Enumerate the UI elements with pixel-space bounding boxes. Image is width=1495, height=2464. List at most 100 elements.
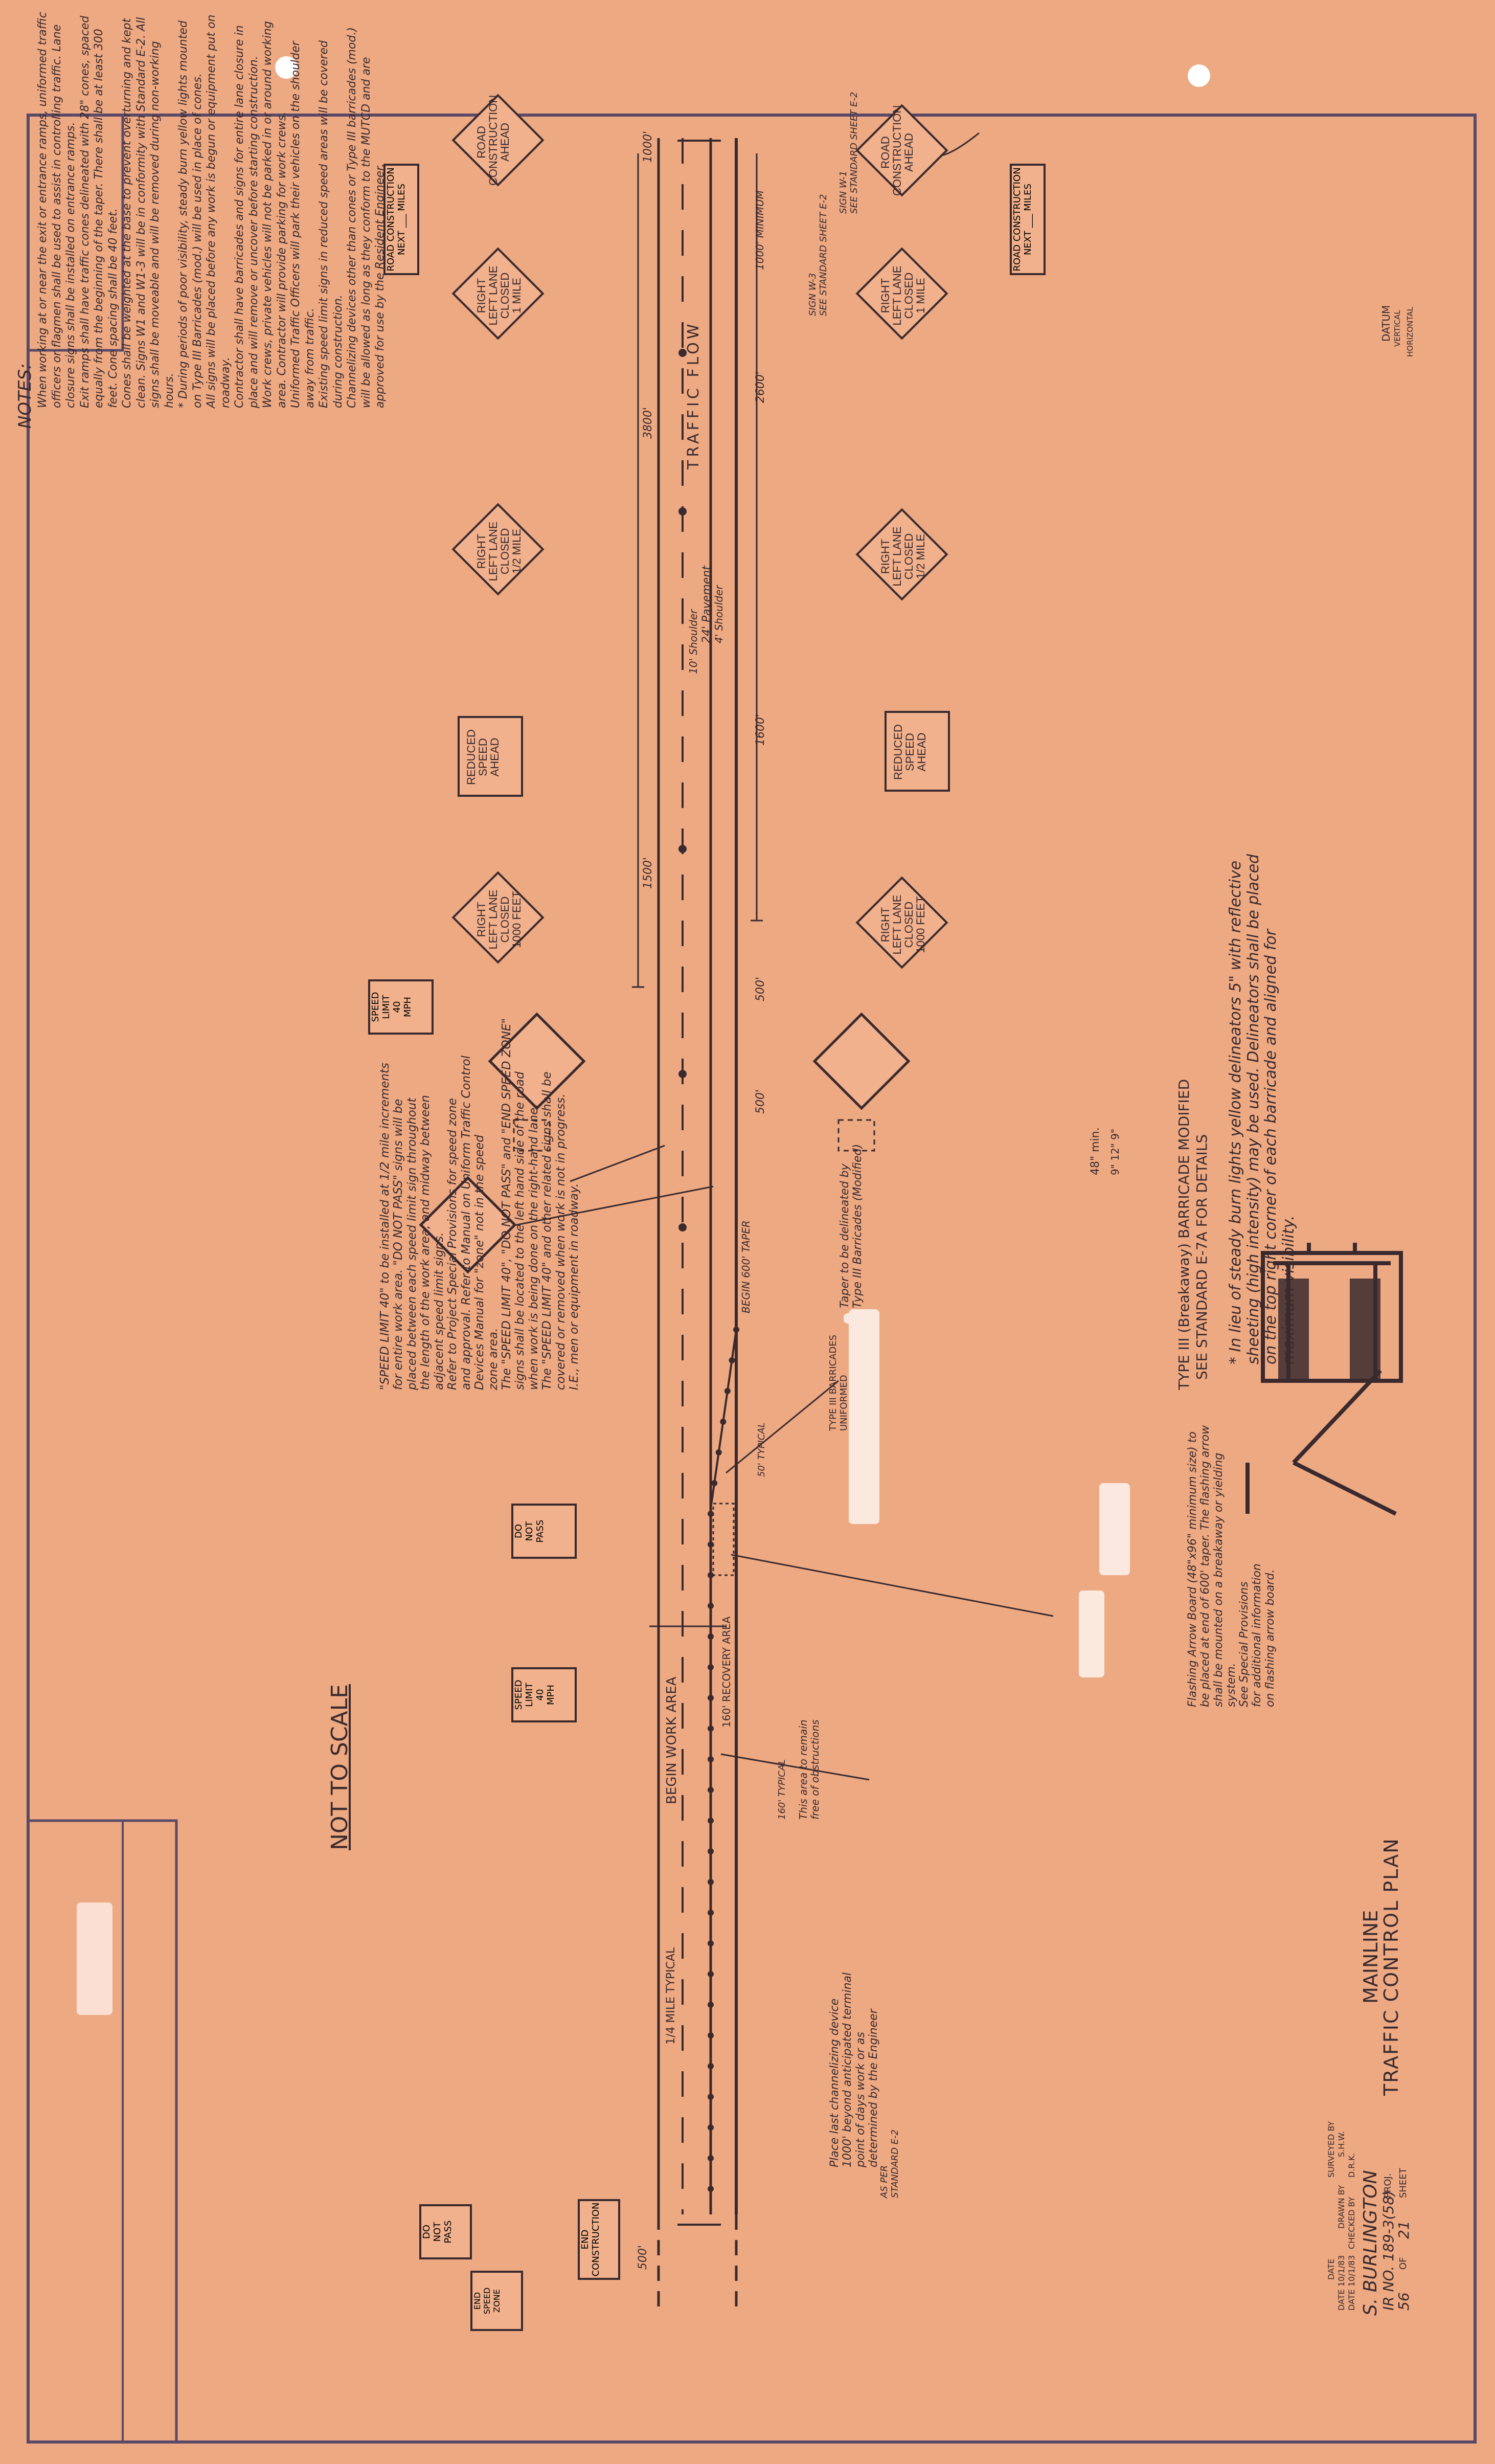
speed-limit-sign-2: SPEED LIMIT 40 MPH — [511, 1667, 577, 1722]
channelizing-device — [708, 1695, 714, 1701]
channelizing-device — [708, 1603, 714, 1609]
roadway-marker — [678, 507, 687, 516]
channelizing-device — [724, 1388, 731, 1394]
sign-reduced-speed-top-text: REDUCED SPEED AHEAD — [892, 724, 928, 780]
channelizing-device — [708, 1818, 714, 1824]
sheet-border — [27, 114, 1477, 2444]
note-9: Existing speed limit signs in reduced sp… — [318, 40, 345, 408]
note-5: All signs will be placed before any work… — [205, 14, 232, 408]
note-3: Cones shall be weighted at the base to p… — [121, 17, 176, 408]
begin-work-area-label: BEGIN WORK AREA — [664, 1676, 679, 1804]
of-label: OF — [1398, 2257, 1409, 2270]
sign-w1-reference: SIGN W-1 SEE STANDARD SHEET E-2 — [838, 92, 859, 214]
end-construction-sign: END CONSTRUCTION — [578, 2199, 620, 2280]
barricade-title: TYPE III (Breakaway) BARRICADE MODIFIED — [1175, 1079, 1192, 1390]
datum-box — [27, 114, 124, 352]
barricade-stripes — [1278, 1279, 1380, 1381]
channelizing-device — [708, 2124, 714, 2131]
drawn-by-value: S.H.W. — [1337, 2131, 1346, 2157]
roadway-marker — [678, 1070, 687, 1078]
checked-by-value: D.R.K. — [1347, 2153, 1356, 2178]
sign-w13-reference: SIGN W-3 SEE STANDARD SHEET E-2 — [807, 194, 829, 316]
town-name: S. BURLINGTON — [1360, 2170, 1381, 2316]
roadway-marker — [678, 1223, 687, 1231]
speed-limit-notes: "SPEED LIMIT 40" to be installed at 1/2 … — [378, 1018, 581, 1390]
channelizing-device — [708, 1971, 714, 1977]
sign-lane-closed-half-mile-top-text: RIGHT LEFT LANE CLOSED 1/2 MILE — [879, 526, 927, 587]
do-not-pass-sign-2: DO NOT PASS — [419, 2204, 472, 2259]
speed-limit-sign-1: SPEED LIMIT 40 MPH — [368, 979, 434, 1035]
next-miles-plaque-bottom: ROAD CONSTRUCTION NEXT ___ MILES — [383, 164, 419, 275]
arrow-board-note: Flashing Arrow Board (48"x96" minimum si… — [1186, 1425, 1277, 1707]
proj-value: IR NO. 189-3(58) — [1380, 2190, 1397, 2311]
delineator-note: * In lieu of steady burn lights yellow d… — [1227, 854, 1298, 1364]
end-speed-zone-sign: END SPEED ZONE — [470, 2271, 523, 2331]
channelizing-device — [708, 2002, 714, 2008]
channelizing-device — [708, 2186, 714, 2192]
note-10: Channelizing devices other than cones or… — [346, 27, 387, 408]
note-1: When working at or near the exit or entr… — [36, 12, 77, 408]
date-value-1: DATE 10/1/83 — [1337, 2255, 1346, 2311]
channelizing-device — [708, 1572, 714, 1578]
dim-500-c: 500' — [637, 2245, 649, 2270]
typical-160-label: 160' TYPICAL — [777, 1759, 787, 1820]
roadway-lines — [657, 138, 738, 2312]
sign-lane-closed-1mile-bottom-text: RIGHT LEFT LANE CLOSED 1 MILE — [475, 265, 524, 326]
channelizing-device — [708, 1541, 714, 1548]
dim-1000-minimum: 1000' MINIMUM — [754, 190, 766, 270]
begin-taper-label: BEGIN 600' TAPER — [740, 1220, 752, 1313]
taper-note: Taper to be delineated by Type III Barri… — [839, 1144, 865, 1308]
shoulder-4-label: 4' Shoulder — [713, 585, 725, 643]
date-value-2: DATE 10/1/83 — [1347, 2255, 1356, 2311]
roadway-marker — [678, 845, 687, 853]
datum-title: DATUM — [1380, 305, 1392, 342]
channelizing-device — [708, 1756, 714, 1762]
channelizing-device — [708, 2032, 714, 2039]
channelizing-device — [708, 1511, 714, 1517]
channelizing-device — [708, 1664, 714, 1670]
surveyed-by-label: SURVEYED BY — [1326, 2121, 1336, 2178]
channelizing-device — [708, 1940, 714, 1946]
channelizing-device — [708, 1726, 714, 1732]
redacted-patch-arrow-board — [1099, 1483, 1130, 1575]
sign-reduced-speed-bottom-text: REDUCED SPEED AHEAD — [465, 729, 502, 785]
shoulder-10-label: 10' Shoulder — [687, 609, 699, 674]
channelizing-device — [715, 1449, 722, 1455]
channelizing-device — [708, 1879, 714, 1885]
channelizing-device — [708, 2155, 714, 2161]
redacted-patch-provisions — [1079, 1591, 1104, 1677]
pavement-label: 24' Pavement — [700, 566, 713, 643]
note-6: Contractor shall have barricades and sig… — [233, 25, 260, 408]
redacted-patch-taper — [849, 1309, 879, 1524]
channelizing-device — [729, 1357, 735, 1363]
channelizing-device — [720, 1419, 727, 1425]
notes-list: When working at or near the exit or entr… — [36, 9, 388, 408]
title-line-1: MAINLINE — [1360, 1910, 1382, 2004]
note-7: Work crews, private vehicles will not be… — [261, 21, 288, 408]
dim-3800: 3800' — [642, 407, 654, 439]
channelizing-device — [733, 1327, 739, 1333]
do-not-pass-sign-1: DO NOT PASS — [511, 1504, 577, 1559]
merge-sign-shapes — [419, 1012, 911, 1274]
sign-road-construction-ahead-top-text: ROAD CONSTRUCTION AHEAD — [879, 105, 916, 196]
sign-road-construction-ahead-bottom-text: ROAD CONSTRUCTION AHEAD — [475, 95, 512, 186]
title-line-2: TRAFFIC CONTROL PLAN — [1380, 1838, 1402, 2096]
traffic-flow-label: TRAFFIC FLOW — [685, 321, 703, 470]
mile-typical-label: 1/4 MILE TYPICAL — [665, 1947, 677, 2045]
drawn-by-label: DRAWN BY — [1337, 2185, 1346, 2229]
next-miles-plaque-top: ROAD CONSTRUCTION NEXT ___ MILES — [1010, 164, 1046, 275]
dim-500-a: 500' — [754, 976, 767, 1001]
punch-hole-top — [275, 56, 298, 79]
dim-500-b: 500' — [754, 1089, 767, 1114]
barricade-spacing-label: 9" 12" 9" — [1109, 1128, 1121, 1175]
leader-lines — [503, 132, 1054, 1781]
of-value: 56 — [1395, 2292, 1412, 2311]
channelizing-device — [708, 1910, 714, 1916]
date-label: DATE — [1326, 2258, 1336, 2280]
channelizing-device — [708, 2063, 714, 2069]
barricade-subtitle: SEE STANDARD E-7A FOR DETAILS — [1193, 1134, 1210, 1380]
punch-hole-right — [1188, 64, 1210, 87]
